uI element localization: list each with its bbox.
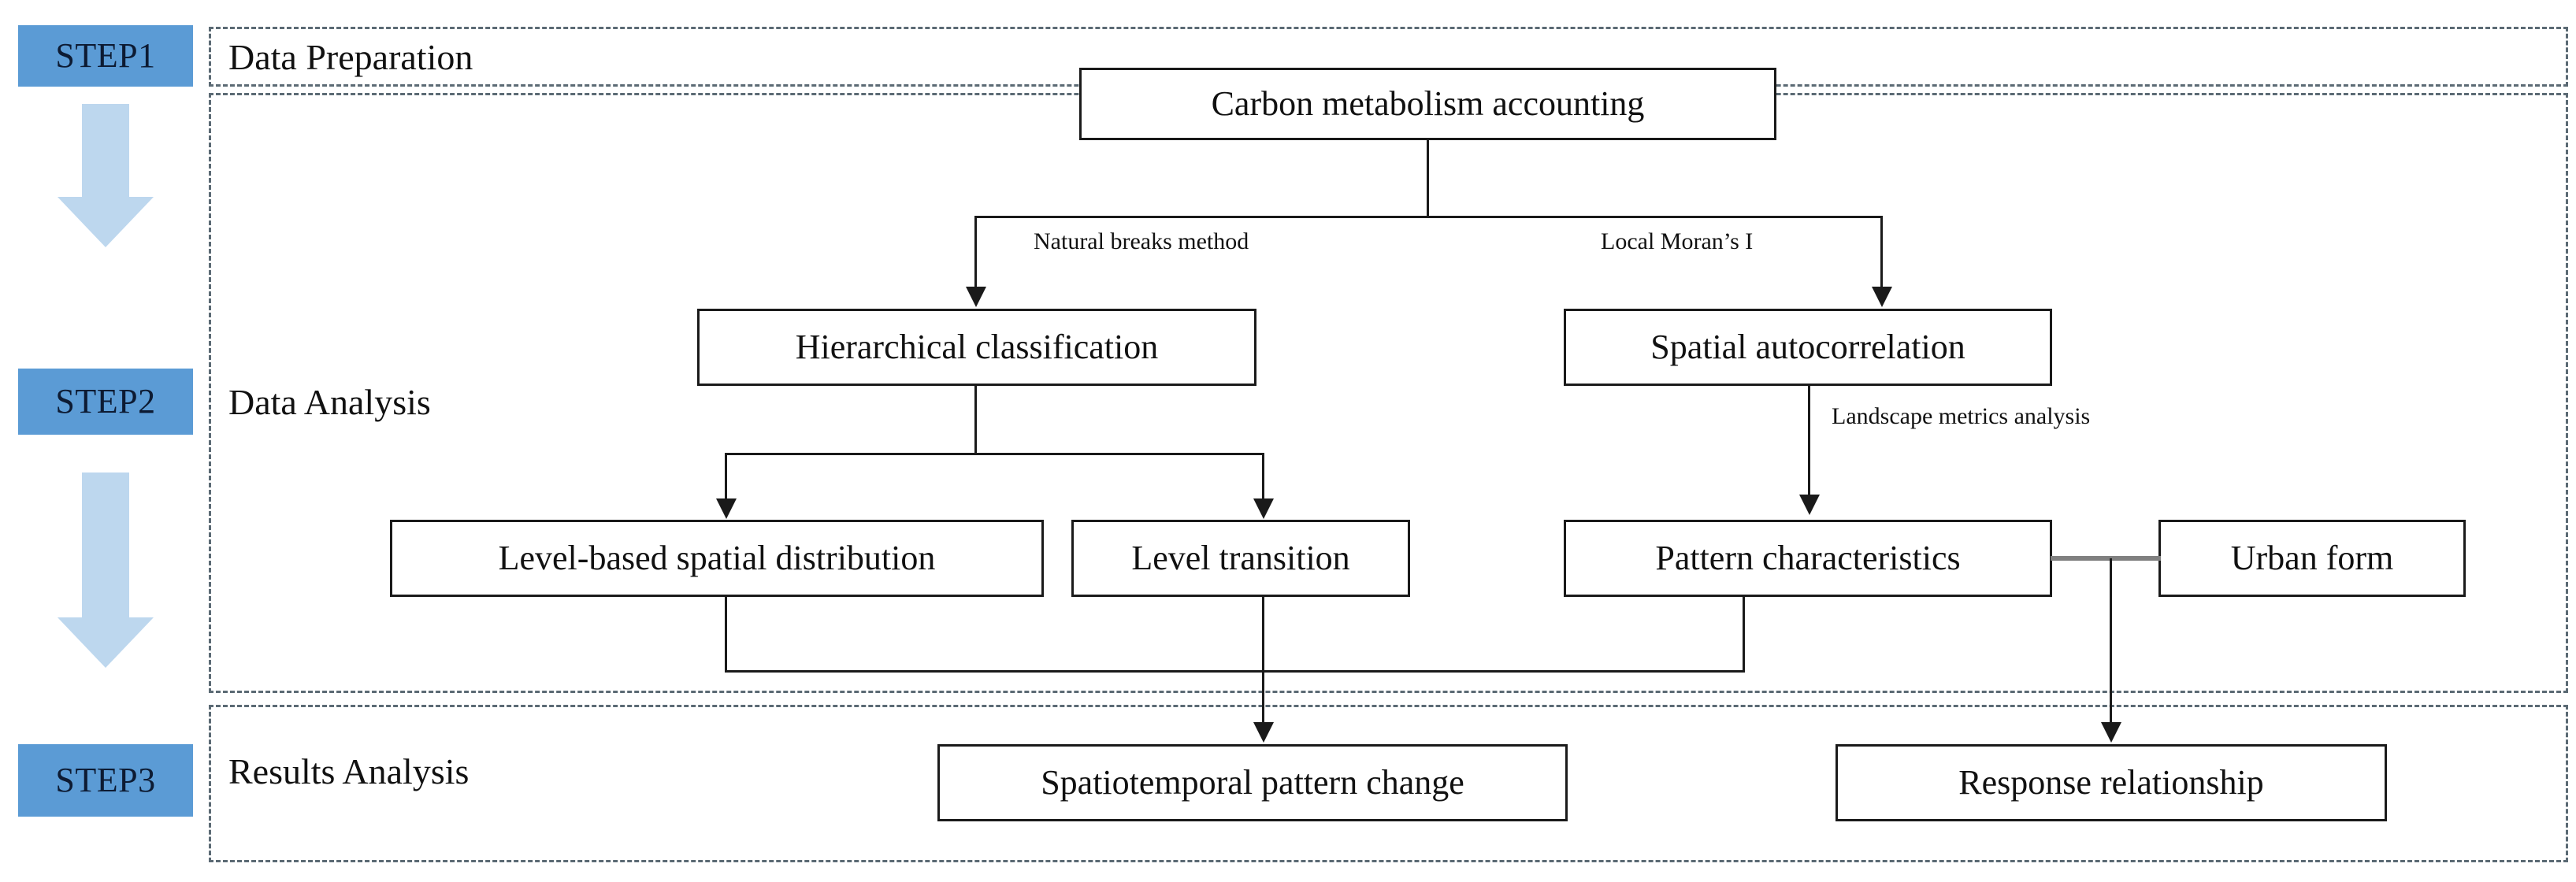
step2-band: [209, 93, 2568, 693]
edge-pattern-characteristics-down: [1743, 597, 1745, 673]
step-chip-1-label: STEP1: [55, 36, 156, 75]
node-level-transition-label: Level transition: [1131, 538, 1350, 577]
node-hierarchical-classification-label: Hierarchical classification: [795, 327, 1159, 366]
edge-label-landscape-metrics: Landscape metrics analysis: [1832, 403, 2091, 429]
step-chip-2: STEP2: [18, 369, 193, 435]
node-urban-form-label: Urban form: [2230, 538, 2394, 577]
edge-carbon-stem: [1427, 140, 1429, 216]
edge-level-based-down: [725, 597, 727, 673]
edge-pattern-to-urban-form: [2051, 556, 2161, 561]
node-spatiotemporal-pattern-change-label: Spatiotemporal pattern change: [1041, 762, 1464, 802]
node-spatiotemporal-pattern-change[interactable]: Spatiotemporal pattern change: [937, 744, 1568, 821]
step2-caption: Data Analysis: [228, 382, 431, 422]
edge-to-hierarchical-classification-arrowhead: [966, 287, 986, 307]
edge-to-level-based-distribution: [725, 453, 727, 500]
step-chip-3-label: STEP3: [55, 761, 156, 799]
edge-merge-to-spatiotemporal: [1262, 670, 1264, 724]
step1-to-step2-arrow-icon: [50, 104, 161, 247]
node-carbon-metabolism-accounting-label: Carbon metabolism accounting: [1211, 83, 1645, 123]
node-urban-form[interactable]: Urban form: [2158, 520, 2466, 597]
edge-to-spatial-autocorrelation-arrowhead: [1872, 287, 1892, 307]
edge-merge-to-spatiotemporal-arrowhead: [1253, 722, 1274, 743]
edge-to-level-transition: [1262, 453, 1264, 500]
step1-caption: Data Preparation: [228, 37, 473, 77]
node-carbon-metabolism-accounting[interactable]: Carbon metabolism accounting: [1079, 68, 1776, 140]
edge-to-hierarchical-classification: [974, 216, 977, 288]
edge-to-spatial-autocorrelation: [1880, 216, 1883, 288]
edge-label-local-morans-i: Local Moran’s I: [1601, 228, 1754, 254]
step3-band: [209, 705, 2568, 862]
step3-caption: Results Analysis: [228, 751, 470, 791]
edge-to-response-relationship-arrowhead: [2101, 722, 2121, 743]
edge-to-level-based-distribution-arrowhead: [716, 498, 737, 519]
edge-hierarchical-split-bar: [725, 453, 1264, 455]
edge-bottom-merge-bar: [725, 670, 1745, 673]
edge-carbon-split-bar: [974, 216, 1880, 218]
node-level-based-spatial-distribution[interactable]: Level-based spatial distribution: [390, 520, 1044, 597]
node-level-transition[interactable]: Level transition: [1071, 520, 1410, 597]
step-chip-2-label: STEP2: [55, 382, 156, 421]
edge-to-pattern-characteristics-arrowhead: [1799, 495, 1820, 515]
step2-to-step3-arrow-icon: [50, 472, 161, 669]
edge-to-level-transition-arrowhead: [1253, 498, 1274, 519]
node-response-relationship-label: Response relationship: [1958, 762, 2264, 802]
edge-to-response-relationship: [2110, 558, 2112, 724]
node-pattern-characteristics[interactable]: Pattern characteristics: [1564, 520, 2052, 597]
edge-label-natural-breaks: Natural breaks method: [1034, 228, 1249, 254]
step-chip-3: STEP3: [18, 744, 193, 817]
step-chip-1: STEP1: [18, 25, 193, 87]
edge-to-pattern-characteristics: [1808, 386, 1810, 496]
node-level-based-spatial-distribution-label: Level-based spatial distribution: [498, 538, 936, 577]
edge-hierarchical-stem: [974, 386, 977, 453]
node-spatial-autocorrelation-label: Spatial autocorrelation: [1650, 327, 1965, 366]
node-hierarchical-classification[interactable]: Hierarchical classification: [697, 309, 1256, 386]
node-pattern-characteristics-label: Pattern characteristics: [1655, 538, 1961, 577]
edge-level-transition-down: [1262, 597, 1264, 673]
node-spatial-autocorrelation[interactable]: Spatial autocorrelation: [1564, 309, 2052, 386]
node-response-relationship[interactable]: Response relationship: [1835, 744, 2387, 821]
